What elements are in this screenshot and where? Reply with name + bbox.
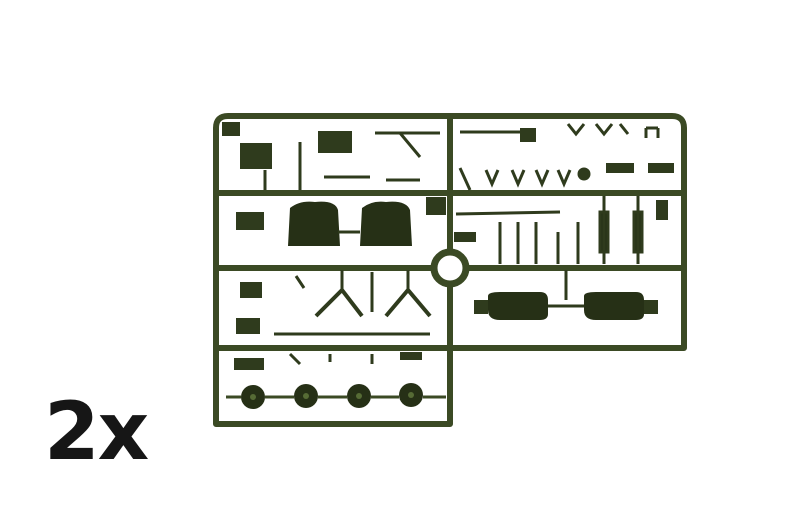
sprue-ring [430,248,470,288]
quantity-label: 2x [44,385,149,478]
sprue-parts [222,122,674,370]
sprue-frame [213,113,687,427]
sprue-wheels [241,383,423,409]
